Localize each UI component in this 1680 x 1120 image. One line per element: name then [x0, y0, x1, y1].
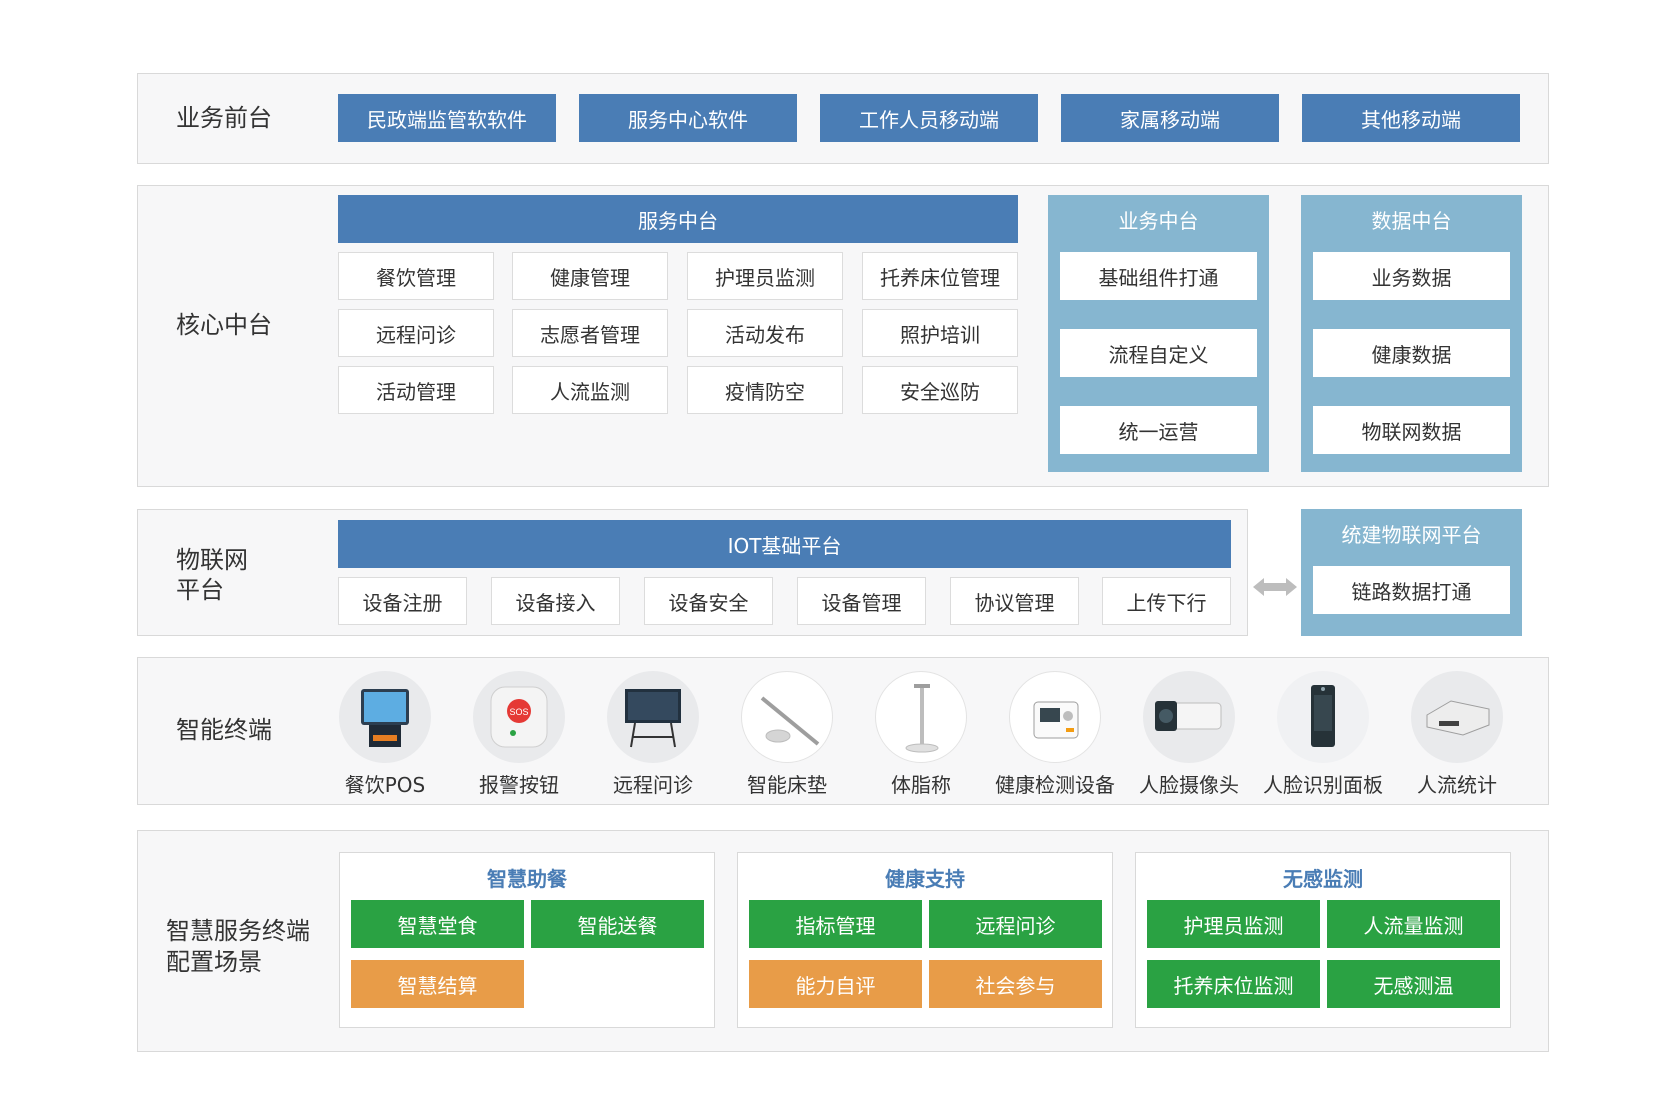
device-label-3: 智能床垫 [747, 773, 827, 797]
scenes-layer-label-line1: 智慧服务终端 [166, 917, 310, 945]
sos-text: SOS [509, 707, 528, 717]
scene-card-health-title: 健康支持 [885, 867, 965, 891]
scene-meal-orange-0: 智慧结算 [351, 960, 524, 1008]
scene-health-green-0: 指标管理 [749, 900, 922, 948]
people-counter-icon [1411, 671, 1503, 763]
body-fat-scale-icon [875, 671, 967, 763]
scenes-layer-label-line2: 配置场景 [166, 948, 262, 976]
pos-terminal-icon [339, 671, 431, 763]
scene-card-meal-title: 智慧助餐 [487, 867, 567, 891]
scene-monitor-green-2: 托养床位监测 [1147, 960, 1320, 1008]
iot-layer-label-line2: 平台 [176, 576, 224, 604]
scene-health-green-1: 远程问诊 [929, 900, 1102, 948]
scene-monitor-green-1: 人流量监测 [1327, 900, 1500, 948]
health-monitor-icon [1009, 671, 1101, 763]
service-item-1: 健康管理 [512, 252, 668, 300]
business-item-2: 统一运营 [1060, 406, 1257, 454]
iot-item-5: 上传下行 [1102, 577, 1231, 625]
front-item-4: 其他移动端 [1302, 94, 1520, 142]
scene-card-monitor-title: 无感监测 [1283, 867, 1363, 891]
device-label-0: 餐饮POS [344, 773, 426, 797]
remote-screen-icon [607, 671, 699, 763]
smart-mattress-icon [741, 671, 833, 763]
iot-item-3: 设备管理 [797, 577, 926, 625]
terminal-layer-label: 智能终端 [176, 716, 272, 744]
iot-item-4: 协议管理 [950, 577, 1079, 625]
scene-health-orange-0: 能力自评 [749, 960, 922, 1008]
scene-monitor-green-0: 护理员监测 [1147, 900, 1320, 948]
service-item-4: 远程问诊 [338, 309, 494, 357]
front-item-3: 家属移动端 [1061, 94, 1279, 142]
data-item-1: 健康数据 [1313, 329, 1510, 377]
device-label-2: 远程问诊 [613, 773, 693, 797]
core-layer-label: 核心中台 [176, 311, 272, 339]
scene-health-orange-1: 社会参与 [929, 960, 1102, 1008]
device-label-1: 报警按钮 [479, 773, 559, 797]
service-item-8: 活动管理 [338, 366, 494, 414]
service-item-5: 志愿者管理 [512, 309, 668, 357]
service-item-2: 护理员监测 [687, 252, 843, 300]
scene-monitor-green-3: 无感测温 [1327, 960, 1500, 1008]
device-label-6: 人脸摄像头 [1139, 773, 1239, 797]
iot-item-0: 设备注册 [338, 577, 467, 625]
front-item-1: 服务中心软件 [579, 94, 797, 142]
business-item-1: 流程自定义 [1060, 329, 1257, 377]
front-layer-label: 业务前台 [176, 104, 272, 132]
device-label-7: 人脸识别面板 [1263, 773, 1383, 797]
iot-platform-header: IOT基础平台 [338, 520, 1231, 568]
front-item-0: 民政端监管软软件 [338, 94, 556, 142]
service-item-11: 安全巡防 [862, 366, 1018, 414]
business-platform-header: 业务中台 [1118, 208, 1199, 233]
service-item-3: 托养床位管理 [862, 252, 1018, 300]
service-item-9: 人流监测 [512, 366, 668, 414]
iot-item-2: 设备安全 [644, 577, 773, 625]
device-label-5: 健康检测设备 [995, 773, 1115, 797]
scene-meal-green-1: 智能送餐 [531, 900, 704, 948]
service-item-6: 活动发布 [687, 309, 843, 357]
face-panel-icon [1277, 671, 1369, 763]
service-item-0: 餐饮管理 [338, 252, 494, 300]
double-arrow-icon [1253, 578, 1297, 596]
front-item-2: 工作人员移动端 [820, 94, 1038, 142]
service-item-7: 照护培训 [862, 309, 1018, 357]
device-label-4: 体脂称 [891, 773, 951, 797]
data-item-2: 物联网数据 [1313, 406, 1510, 454]
sos-button-icon: SOS [473, 671, 565, 763]
unified-iot-item: 链路数据打通 [1313, 566, 1510, 614]
iot-layer-label-line1: 物联网 [176, 546, 248, 574]
service-item-10: 疫情防空 [687, 366, 843, 414]
business-item-0: 基础组件打通 [1060, 252, 1257, 300]
iot-item-1: 设备接入 [491, 577, 620, 625]
service-platform-header: 服务中台 [338, 195, 1018, 243]
face-camera-icon [1143, 671, 1235, 763]
unified-iot-header: 统建物联网平台 [1341, 522, 1482, 547]
scene-meal-green-0: 智慧堂食 [351, 900, 524, 948]
device-label-8: 人流统计 [1417, 773, 1497, 797]
data-item-0: 业务数据 [1313, 252, 1510, 300]
data-platform-header: 数据中台 [1371, 208, 1452, 233]
